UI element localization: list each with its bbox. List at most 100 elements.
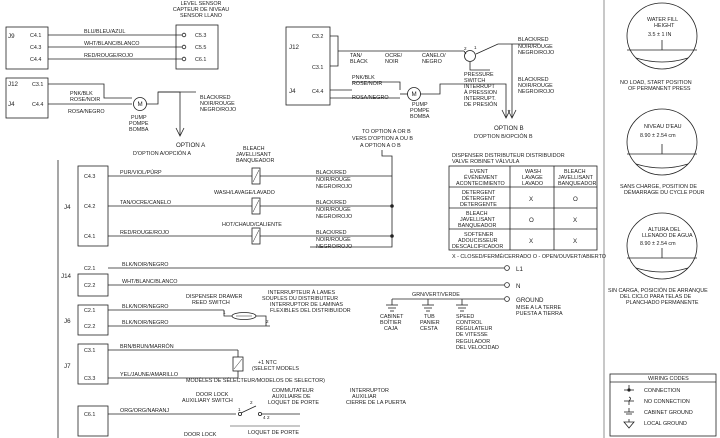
door-lock-label-fr: AUXILIAIRE DE (272, 394, 311, 400)
table-header: LAVADO (522, 181, 543, 187)
to-option-fr: VERS D'OPTION A OU B (352, 136, 413, 142)
to-option-label: TO OPTION A OR B VERS D'OPTION A OU B A … (310, 129, 413, 248)
j7-ntc-sensor: C3.1 C3.3 BRN/BRUN/MARRÓN YEL/JAUNE/AMAR… (84, 343, 325, 384)
table-row-label: DESCALCIFICADOR (452, 244, 503, 250)
door-switch-num: 2 (250, 400, 253, 405)
option-b-j4-label: J4 (289, 88, 296, 95)
ground-item-tub: PANIER (420, 320, 440, 326)
table-row-label: BLEACH (466, 211, 488, 217)
reed-switch-label: DISPENSER DRAWER (186, 294, 243, 300)
ground-label: GROUND (516, 297, 544, 304)
j4-valve-group: C4.3 PUR/VIOL/PÚRP C4.2 TAN/OCRE/CANELO … (84, 146, 394, 250)
option-a-wire-rosa: ROSA/NEGRO (68, 109, 105, 115)
table-header: EVENT (470, 169, 489, 175)
ground-item-cabinet: CAJA (384, 326, 398, 332)
door-lock-wire-label: ORG/ORG/NARANJ (120, 408, 169, 414)
wiring-codes-legend: WIRING CODES CONNECTION NO CONNECTION CA… (609, 373, 717, 437)
ground-item-speed: RÉGULATEUR (456, 325, 493, 332)
door-lock-pin: C6.1 (84, 412, 95, 418)
j4-pin: C4.1 (84, 234, 95, 240)
level-sensor-block: LEVEL SENSOR CAPTEUR DE NIVEAU SENSOR LL… (5, 1, 229, 70)
door-lock-label: AUXILIARY SWITCH (182, 398, 233, 404)
water-fill-caption: NO LOAD, START POSITION (620, 80, 692, 86)
pressure-switch-label: INTERRUPT (464, 84, 496, 90)
ground-item-tub: TUB (424, 314, 435, 320)
ground-sub: PUESTA A TIERRA (516, 311, 563, 317)
table-legend: X - CLOSED/FERMÉ/CERRADO O - OPEN/OUVERT… (452, 253, 606, 260)
ground-item-speed: REGULADOR (456, 339, 490, 345)
level-sensor-pin-left: C4.3 (30, 45, 41, 51)
j6-wire-label: BLK/NOIR/NEGRO (122, 304, 168, 310)
option-b-wire-negro: NEGRO (422, 59, 442, 65)
option-a-wire-rose: ROSE/NOIR (70, 97, 100, 103)
water-fill-value: 8.90 ± 2.54 cm (640, 241, 676, 247)
level-sensor-pin-right: C5.3 (195, 33, 206, 39)
table-row-label: SOFTENER (464, 232, 493, 238)
pressure-switch-pin-2: 2 (464, 46, 467, 51)
j7-pin: C3.3 (84, 376, 95, 382)
door-lock-label: DOOR LOCK (196, 392, 229, 398)
option-b-pnk-es: ROSA/NEGRO (352, 95, 389, 101)
j6-connector-box (77, 304, 109, 336)
option-a-j12-label: J12 (8, 81, 19, 88)
option-b-out-top-es: NEGRO/ROJO (518, 50, 554, 56)
option-b-j12-label: J12 (289, 44, 300, 51)
j7-wire-label: YEL/JAUNE/AMARILLO (120, 372, 178, 378)
option-b-pin-2: C3.1 (312, 65, 323, 71)
option-a-wire-pnk: PNK/BLK (70, 91, 93, 97)
level-sensor-wire-label: WHT/BLANC/BLANCO (84, 41, 139, 47)
pressure-switch-icon (464, 50, 476, 62)
option-b-pin-1: C3.2 (312, 34, 323, 40)
wash-valve-label: WASH/LAVAGE/LAVADO (214, 190, 275, 196)
option-b-wire-ocre: OCRE/ (385, 53, 403, 59)
table-header: JAVELLISANT (558, 175, 594, 181)
l1-terminal-label: L1 (516, 266, 523, 273)
option-a-j4-label: J4 (8, 101, 15, 108)
ground-item-tub: CESTA (420, 326, 438, 332)
j9-label: J9 (8, 33, 15, 40)
wiring-codes-title: WIRING CODES (648, 376, 689, 382)
option-b-pump-label: PUMP (412, 102, 428, 108)
door-lock-label-es: INTERRUPTOR (350, 388, 389, 394)
water-fill-title: LLENADO DE AGUA (642, 233, 693, 239)
table-row-label: DETERGENTE (460, 202, 497, 208)
option-a-title: OPTION A (176, 142, 206, 149)
water-fill-es: ALTURA DEL LLENADO DE AGUA 8.90 ± 2.54 c… (608, 212, 708, 306)
level-sensor-pin-left: C4.4 (30, 57, 41, 63)
option-b-pnk-fr: ROSE/NOIR (352, 81, 382, 87)
j9-connector-box (5, 26, 49, 70)
level-sensor-title-en: LEVEL SENSOR (181, 1, 222, 7)
table-row-label: BANQUEADOR (458, 223, 496, 229)
to-option-es: A OPTION A O B (360, 143, 401, 149)
valve-out-wire: NOIR/ROUGE (316, 207, 351, 213)
water-fill-value: 8.90 ± 2.54 cm (640, 133, 676, 139)
option-b-out-bot-fr: NOIR/ROUGE (518, 83, 553, 89)
door-lock-switch: DOOR LOCK AUXILIARY SWITCH COMMUTATEUR A… (84, 388, 406, 438)
ground-item-speed: DEL VELOCIDAD (456, 345, 499, 351)
option-a-bomba-label: BOMBA (129, 127, 149, 133)
table-cell-wash: X (529, 196, 533, 203)
pressure-switch-label: DE PRESIÓN (464, 101, 497, 108)
j6-pin: C2.1 (84, 308, 95, 314)
pressure-option-b: J12 J4 C3.2 C3.1 C4.4 TAN/ BLACK OCRE/ N… (285, 26, 554, 140)
door-lock-label-fr: LOQUET DE PORTE (268, 400, 319, 406)
water-fill-caption: SANS CHARGE, POSITION DE (620, 184, 697, 190)
option-a-connector-box (5, 77, 49, 119)
bleach-valve-label: BLEACH (243, 146, 265, 152)
pressure-switch-label: SWITCH (464, 78, 485, 84)
pressure-switch-pin-1: 1 (474, 45, 477, 50)
valve-out-wire: NOIR/ROUGE (316, 177, 351, 183)
reed-switch-label-es: FLEXIBLES DEL DISTRIBUIDOR (270, 308, 351, 314)
dispenser-valve-table: DISPENSER DISTRIBUTEUR DISTRIBUIDOR VALV… (448, 153, 606, 260)
option-b-out-top-fr: NOIR/ROUGE (518, 44, 553, 50)
j14-pin: C2.2 (84, 283, 95, 289)
table-row-label: DETERGENT (462, 190, 496, 196)
door-connector-box (77, 405, 109, 437)
reed-switch-label: REED SWITCH (192, 300, 230, 306)
water-fill-caption: DÉMARRAGE DU CYCLE POUR (624, 189, 705, 196)
option-a-motor-label: M (138, 101, 143, 108)
table-header: LAVAGE (522, 175, 543, 181)
option-b-out-top-en: BLACK/RED (518, 37, 549, 43)
